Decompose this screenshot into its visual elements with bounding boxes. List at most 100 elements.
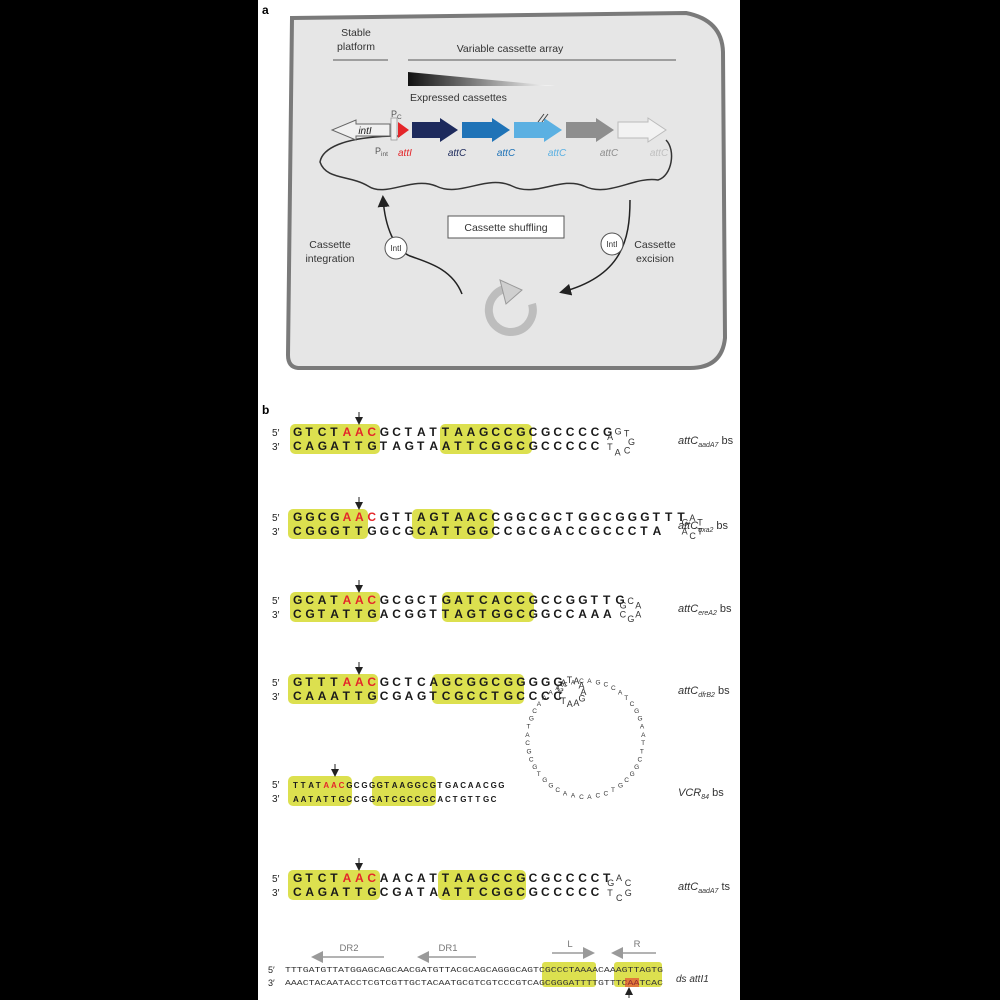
base-top: A xyxy=(355,675,364,689)
base-bottom: A xyxy=(318,689,327,703)
base-top: A xyxy=(467,425,476,439)
loop-base: C xyxy=(563,682,568,689)
base-bottom: C xyxy=(578,524,587,538)
base-top: A xyxy=(331,781,337,790)
base-top: T xyxy=(467,593,475,607)
base-bottom: G xyxy=(367,607,376,621)
base-bottom: T xyxy=(355,885,363,899)
base-top: C xyxy=(566,871,575,885)
base-bottom: C xyxy=(591,885,600,899)
three-prime: 3′ xyxy=(272,888,280,899)
loop-base: C xyxy=(627,596,634,606)
base-bottom: C xyxy=(516,689,525,703)
loop-base: C xyxy=(525,740,530,747)
base-top: A xyxy=(491,593,500,607)
L-highlight xyxy=(542,962,596,987)
stem-highlight xyxy=(290,592,380,622)
loop-base: T xyxy=(641,740,645,747)
loop-base: C xyxy=(616,893,623,903)
loop-base: T xyxy=(561,696,567,706)
base-bottom: T xyxy=(355,524,363,538)
base-top: C xyxy=(354,781,360,790)
base-bottom: A xyxy=(429,439,438,453)
base-top: G xyxy=(516,871,525,885)
intI-protein-right-label: IntI xyxy=(606,240,617,249)
loop-base: A xyxy=(616,873,622,883)
cassette-4 xyxy=(566,118,614,142)
base-top: T xyxy=(653,510,661,524)
base-top: G xyxy=(442,593,451,607)
base-top: C xyxy=(417,593,426,607)
loop-base: T xyxy=(607,442,613,452)
base-bottom: G xyxy=(305,607,314,621)
base-bottom: C xyxy=(293,524,302,538)
base-bottom: A xyxy=(293,795,299,804)
base-top: C xyxy=(504,593,513,607)
loop-base: A xyxy=(561,678,567,688)
loop-base: C xyxy=(596,793,601,800)
base-top: G xyxy=(504,675,513,689)
stem-highlight xyxy=(372,776,436,806)
base-top: A xyxy=(355,871,364,885)
base-top: A xyxy=(454,593,463,607)
five-prime: 5′ xyxy=(272,678,280,689)
hairpin-label: attCaadA7 ts xyxy=(678,881,731,895)
base-top: A xyxy=(308,781,314,790)
base-top: T xyxy=(429,593,437,607)
stem-highlight xyxy=(288,509,368,539)
loop-base: C xyxy=(611,685,616,692)
R-label: R xyxy=(634,939,641,950)
base-bottom: A xyxy=(301,795,307,804)
base-top: T xyxy=(330,593,338,607)
base-top: G xyxy=(293,425,302,439)
base-top: T xyxy=(330,675,338,689)
panel-b-letter: b xyxy=(262,403,269,417)
base-bottom: T xyxy=(417,439,425,453)
base-bottom: C xyxy=(566,524,575,538)
circular-cassette-arrowhead xyxy=(499,279,523,305)
loop-base: C xyxy=(604,790,609,797)
base-top: C xyxy=(529,510,538,524)
base-bottom: G xyxy=(491,885,500,899)
intI-protein-right xyxy=(600,232,624,256)
panel-a-letter: a xyxy=(262,3,269,17)
base-bottom: A xyxy=(377,795,383,804)
base-top: A xyxy=(429,675,438,689)
base-bottom: G xyxy=(405,607,414,621)
base-top: G xyxy=(293,871,302,885)
base-top: T xyxy=(603,593,611,607)
intI-gene-arrow xyxy=(330,119,391,141)
base-top: A xyxy=(355,593,364,607)
attC-label-5: attC xyxy=(650,148,669,159)
three-prime: 3′ xyxy=(272,527,280,538)
base-bottom: T xyxy=(384,795,389,804)
base-top: G xyxy=(479,675,488,689)
base-top: C xyxy=(339,781,345,790)
base-bottom: C xyxy=(529,524,538,538)
five-prime: 5′ xyxy=(272,513,280,524)
loop-base: A xyxy=(548,690,553,697)
base-bottom: T xyxy=(343,607,351,621)
base-bottom: G xyxy=(541,524,550,538)
base-bottom: G xyxy=(367,885,376,899)
base-top: G xyxy=(516,675,525,689)
base-top: A xyxy=(454,510,463,524)
loop-base: G xyxy=(638,716,643,723)
base-top: G xyxy=(415,781,421,790)
base-top: G xyxy=(380,593,389,607)
three-prime: 3′ xyxy=(272,794,280,805)
base-bottom: G xyxy=(491,607,500,621)
base-bottom: G xyxy=(399,795,405,804)
base-bottom: G xyxy=(454,689,463,703)
base-top: G xyxy=(541,510,550,524)
base-bottom: G xyxy=(367,439,376,453)
base-top: G xyxy=(330,510,339,524)
loop-base: A xyxy=(635,610,641,620)
base-bottom: C xyxy=(578,439,587,453)
base-top: T xyxy=(665,510,673,524)
base-top: G xyxy=(578,510,587,524)
base-top: G xyxy=(293,593,302,607)
base-top: T xyxy=(429,425,437,439)
